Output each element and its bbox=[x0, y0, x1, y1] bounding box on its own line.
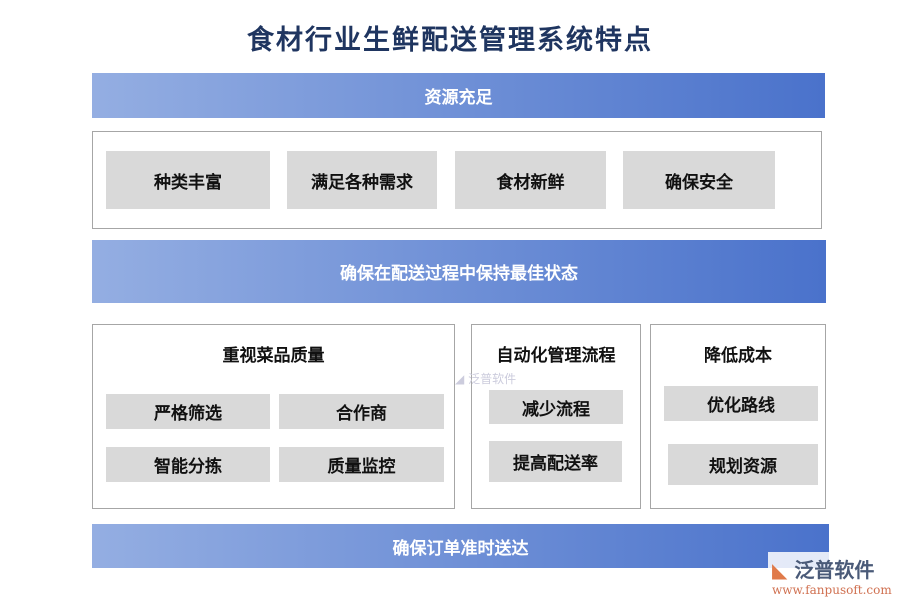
resource-item: 食材新鲜 bbox=[455, 151, 606, 209]
section-title: 自动化管理流程 bbox=[496, 346, 616, 366]
resource-item: 满足各种需求 bbox=[287, 151, 437, 209]
banner-on-time: 确保订单准时送达 bbox=[92, 524, 829, 568]
logo-icon: ◣ bbox=[772, 558, 788, 582]
section-title: 重视菜品质量 bbox=[222, 346, 325, 366]
section-item: 严格筛选 bbox=[106, 394, 270, 429]
page-title: 食材行业生鲜配送管理系统特点 bbox=[247, 25, 653, 56]
section-item: 智能分拣 bbox=[106, 447, 270, 482]
section-automation bbox=[471, 324, 641, 509]
watermark-name: 泛普软件 bbox=[468, 372, 517, 386]
section-item: 减少流程 bbox=[489, 390, 623, 424]
banner-resources: 资源充足 bbox=[92, 73, 825, 118]
logo-url: www.fanpusoft.com bbox=[772, 583, 892, 597]
section-item: 规划资源 bbox=[668, 444, 818, 485]
section-title: 降低成本 bbox=[704, 346, 772, 366]
banner-best-state: 确保在配送过程中保持最佳状态 bbox=[92, 240, 826, 303]
section-item: 优化路线 bbox=[664, 386, 818, 421]
section-item: 合作商 bbox=[279, 394, 444, 429]
watermark-logo: ◢ 泛普软件 bbox=[455, 372, 516, 386]
logo-name: 泛普软件 bbox=[794, 558, 875, 582]
section-cost bbox=[650, 324, 826, 509]
resources-box bbox=[92, 131, 822, 229]
watermark-icon: ◢ bbox=[455, 372, 465, 386]
section-quality bbox=[92, 324, 455, 509]
brand-logo: ◣ 泛普软件 www.fanpusoft.com bbox=[768, 552, 896, 599]
resource-item: 种类丰富 bbox=[106, 151, 270, 209]
section-item: 质量监控 bbox=[279, 447, 444, 482]
section-item: 提高配送率 bbox=[489, 441, 622, 482]
resource-item: 确保安全 bbox=[623, 151, 775, 209]
